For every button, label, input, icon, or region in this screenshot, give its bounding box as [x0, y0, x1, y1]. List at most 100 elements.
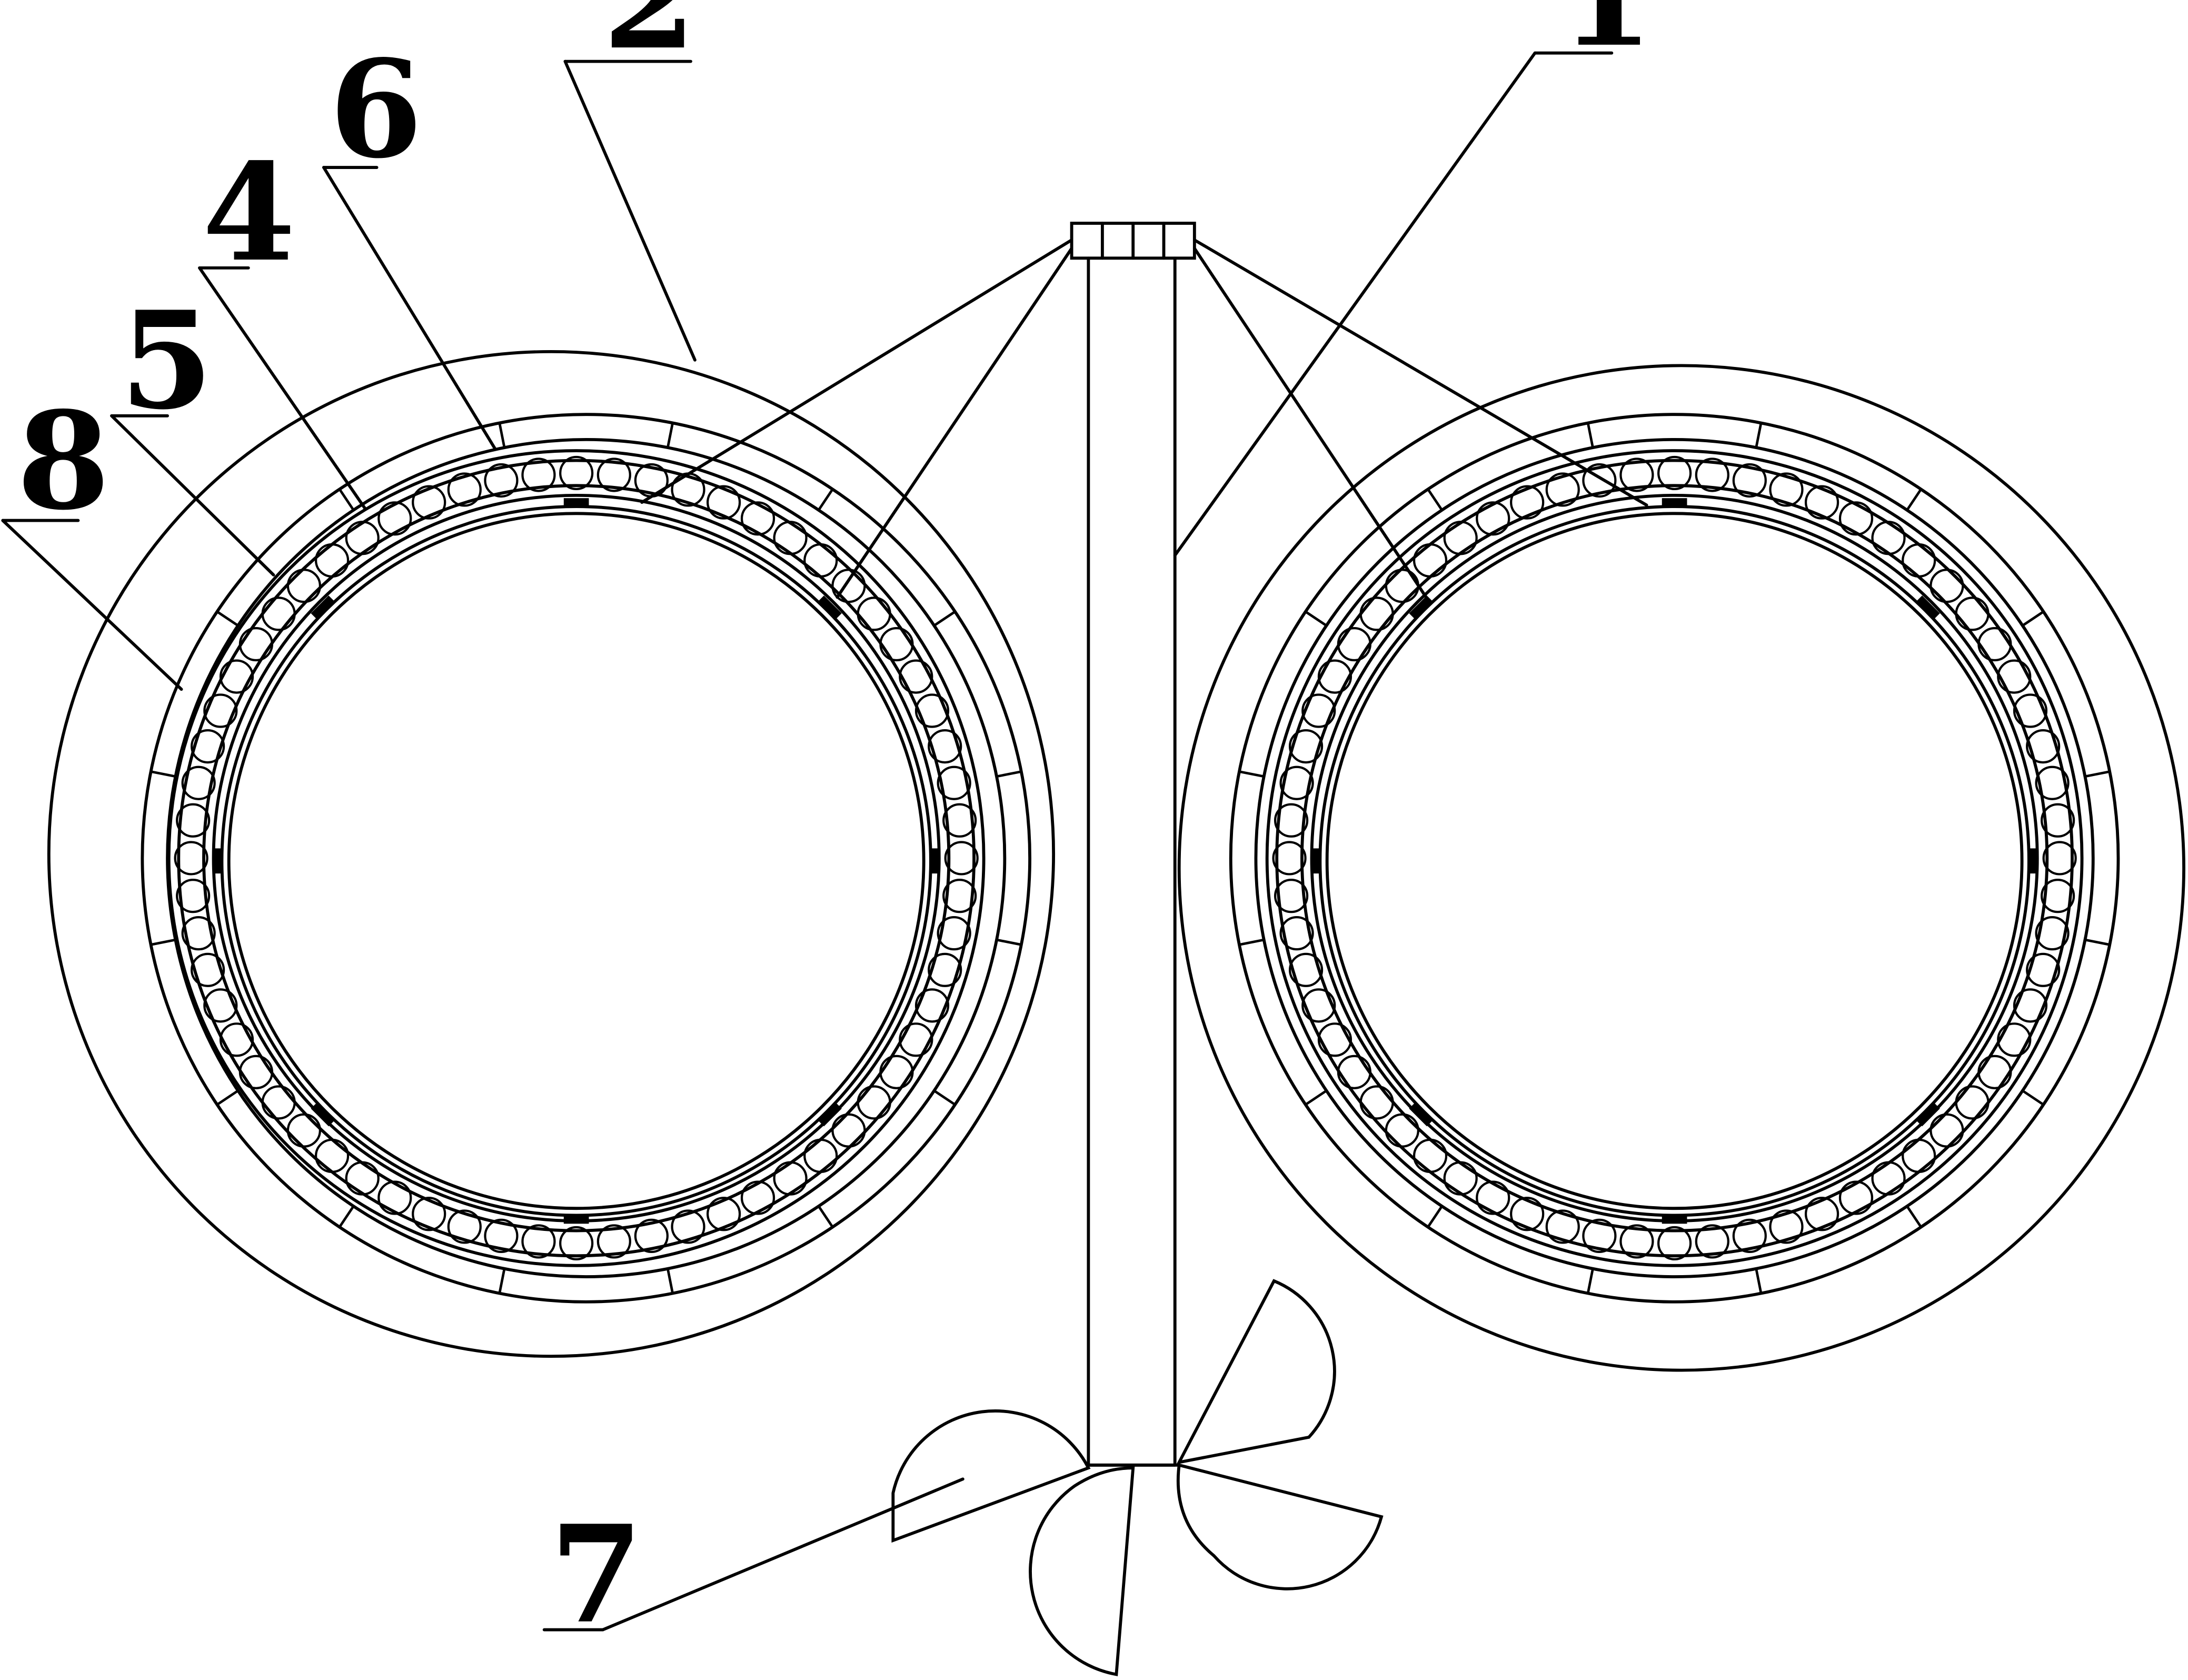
bearing-ball: [1476, 1180, 1510, 1215]
bearing-ball: [1930, 1113, 1964, 1148]
bearing-ball: [1413, 1138, 1448, 1174]
callout-label-1: 1: [1560, 0, 1653, 77]
right-outer-ring: [1177, 364, 2185, 1372]
bearing-ball: [1732, 1218, 1767, 1253]
bearing-ball: [1838, 501, 1874, 536]
bearing-ball: [314, 543, 350, 578]
band-segment-tick: [1586, 1267, 1594, 1295]
bearing-ball: [671, 1209, 705, 1244]
band-segment-tick: [216, 610, 240, 627]
band-segment-tick: [498, 421, 506, 449]
band-segment-tick: [666, 1267, 674, 1295]
bearing-ball: [203, 693, 238, 728]
band-segment-tick: [666, 421, 674, 449]
bearing-ball: [1274, 803, 1309, 838]
callout-label-2: 2: [603, 0, 696, 79]
band-segment-tick: [1905, 488, 1923, 512]
band-segment-tick: [1238, 938, 1266, 946]
bearing-ball: [857, 1085, 891, 1120]
bearing-ball: [447, 1209, 482, 1244]
bearing-ball: [831, 1113, 866, 1148]
bearing-ball: [1619, 1224, 1654, 1259]
bearing-ball: [2026, 952, 2061, 987]
right-bore-inner: [1325, 512, 2024, 1210]
bearing-ball: [1510, 1197, 1545, 1231]
bearing-ball: [1274, 879, 1309, 913]
bearing-ball: [559, 1226, 594, 1261]
bearing-ball: [1582, 463, 1617, 498]
stay-cable: [640, 238, 1073, 504]
bearing-ball: [928, 952, 962, 987]
bearing-ball: [707, 1197, 741, 1231]
callout-label-4: 4: [202, 134, 295, 292]
right-segmented-band-inner: [1254, 438, 2095, 1278]
bearing-ball: [203, 988, 238, 1023]
band-segment-tick: [338, 1205, 355, 1229]
band-segment-tick: [216, 1089, 240, 1106]
band-segment-tick: [1238, 770, 1266, 778]
bearing-ball: [899, 659, 933, 694]
band-segment-tick: [498, 1267, 506, 1295]
left-outer-race-outer: [167, 449, 986, 1267]
bearing-ball: [740, 501, 775, 536]
band-segment-tick: [1755, 1267, 1763, 1295]
bearing-ball: [1476, 501, 1510, 536]
bearing-ball: [219, 659, 254, 694]
bearing-ball: [377, 1180, 412, 1215]
band-segment-tick: [817, 1205, 834, 1229]
bearing-ball: [1871, 1161, 1906, 1196]
bearing-ball: [238, 627, 273, 662]
bearing-ball: [1385, 569, 1419, 603]
retainer-clip: [311, 1102, 335, 1127]
bearing-ball: [1997, 1022, 2032, 1057]
bearing-ball: [634, 1218, 669, 1253]
bearing-ball: [857, 597, 891, 631]
bearing-ball: [1997, 659, 2032, 694]
bearing-ball: [2026, 729, 2061, 764]
leader-1: [1173, 51, 1537, 557]
bearing-ball: [1317, 1022, 1352, 1057]
bearing-ball: [484, 463, 519, 498]
bearing-ball: [2035, 916, 2070, 951]
right-band-segment-ticks: [1238, 421, 2111, 1295]
leader-6: [322, 166, 497, 451]
bearing-ball: [1619, 458, 1654, 492]
band-segment-tick: [1586, 421, 1594, 449]
bearing-ball: [1695, 1224, 1729, 1259]
band-segment-tick: [1304, 610, 1328, 627]
stay-cable: [836, 246, 1073, 599]
propeller: [891, 1279, 1384, 1676]
left-bore-outer: [220, 505, 932, 1217]
band-segment-tick: [150, 770, 177, 778]
retainer-clip: [1311, 848, 1320, 874]
retainer-clip: [1916, 595, 1940, 620]
band-segment-tick: [995, 938, 1023, 946]
bearing-ball: [2013, 693, 2048, 728]
right-outer-race-inner: [1275, 459, 2074, 1258]
retainer-clip: [930, 848, 939, 874]
bearing-ball: [1545, 472, 1580, 507]
central-mast: [1070, 222, 1196, 1467]
band-segment-tick: [932, 1089, 957, 1106]
retainer-clip: [1662, 1215, 1687, 1224]
bearing-ball: [740, 1180, 775, 1215]
callout-label-8: 8: [17, 383, 110, 540]
bearing-ball: [803, 543, 838, 578]
leader-2: [563, 59, 697, 362]
bearing-ball: [345, 521, 380, 555]
callout-label-7: 7: [550, 1496, 643, 1654]
band-segment-tick: [1755, 421, 1763, 449]
bearing-ball: [879, 1055, 914, 1089]
bearing-ball: [1510, 485, 1545, 520]
bearing-ball: [181, 916, 216, 951]
bearing-ball: [377, 501, 412, 536]
right-bore-outer: [1318, 505, 2031, 1217]
bearing-ball: [803, 1138, 838, 1174]
bearing-ball: [412, 1197, 446, 1231]
bearing-ball: [1955, 1085, 1990, 1120]
propeller-blade: [1029, 1466, 1135, 1676]
left-ball-row: [174, 455, 979, 1261]
leader-7: [601, 1477, 964, 1632]
left-retainer-clips: [213, 498, 939, 1224]
